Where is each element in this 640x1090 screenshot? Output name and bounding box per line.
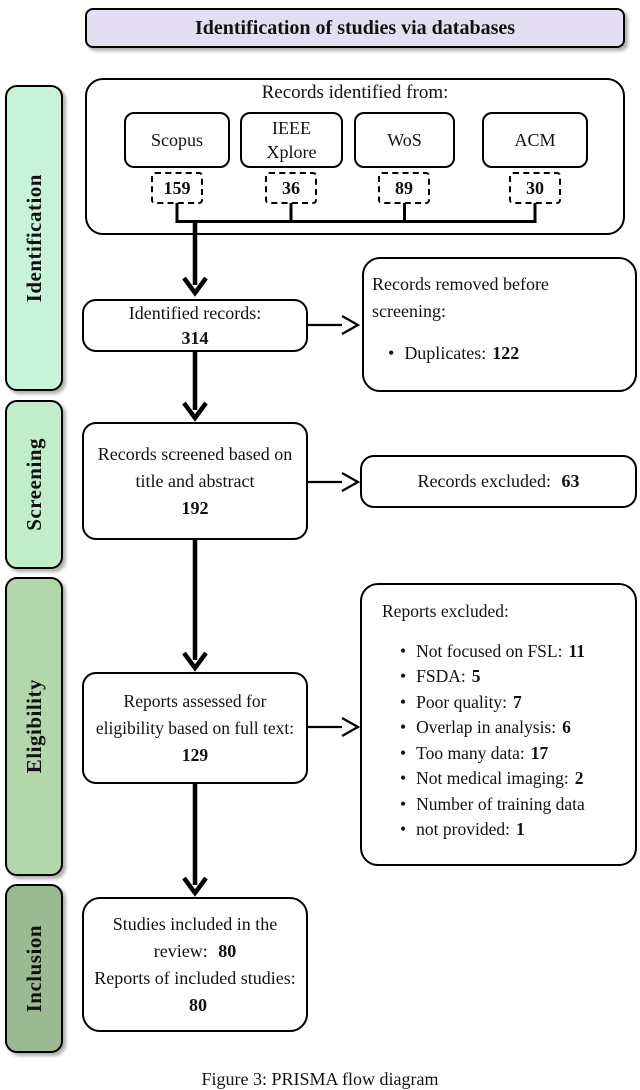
diagram-title: Identification of studies via databases xyxy=(194,16,516,39)
excluded-reason-item: Not focused on FSL: 11 xyxy=(400,639,627,665)
excluded-reason-label: Not focused on FSL: xyxy=(416,640,563,661)
duplicates-label: Duplicates: xyxy=(404,343,487,363)
reports-excluded-box: Reports excluded: Not focused on FSL: 11… xyxy=(360,583,637,866)
excluded-reason-item: Poor quality: 7 xyxy=(400,690,627,716)
arrow-identified-to-removed xyxy=(308,315,361,335)
studies-included-count: 80 xyxy=(218,940,237,961)
stage-inclusion: Inclusion xyxy=(5,884,63,1053)
excluded-reason-item: not provided: 1 xyxy=(400,817,627,843)
excluded-reason-item: FSDA: 5 xyxy=(400,664,627,690)
source-scopus-count: 159 xyxy=(163,177,191,198)
reports-excluded-list: Not focused on FSL: 11 FSDA: 5 Poor qual… xyxy=(382,639,627,843)
identified-records-text: Identified records: xyxy=(128,302,262,323)
source-wos-count: 89 xyxy=(395,177,413,198)
reports-assessed-box: Reports assessed for eligibility based o… xyxy=(82,672,308,784)
excluded-reason-item: Number of training data xyxy=(400,792,627,818)
excluded-reason-label: Poor quality: xyxy=(416,691,508,712)
arrow-screened-to-excluded xyxy=(308,472,361,492)
records-removed-bullet-duplicates: Duplicates: 122 xyxy=(372,340,625,367)
source-box-scopus: Scopus xyxy=(124,112,230,168)
studies-included-box: Studies included in the review: 80 Repor… xyxy=(82,897,308,1032)
arrow-identified-to-screened xyxy=(182,352,208,422)
stage-screening-label: Screening xyxy=(21,438,46,531)
included-reports-text: Reports of included studies: xyxy=(94,967,296,988)
figure-caption: Figure 3: PRISMA flow diagram xyxy=(201,1069,439,1089)
records-excluded-count: 63 xyxy=(561,471,580,491)
stage-inclusion-label: Inclusion xyxy=(21,924,46,1013)
source-box-ieee-xplore: IEEE Xplore xyxy=(240,112,343,168)
records-screened-box: Records screened based on title and abst… xyxy=(82,422,308,540)
records-screened-count: 192 xyxy=(181,497,209,518)
excluded-reason-count: 17 xyxy=(530,742,549,763)
excluded-reason-label: not provided: xyxy=(416,819,510,839)
source-wos-label: WoS xyxy=(387,130,422,150)
excluded-reason-item: Not medical imaging: 2 xyxy=(400,766,627,792)
source-acm-label: ACM xyxy=(514,130,556,150)
included-reports-count: 80 xyxy=(189,994,207,1015)
studies-included-line2: Reports of included studies: 80 xyxy=(94,965,296,1019)
reports-excluded-title: Reports excluded: xyxy=(382,601,509,621)
stage-eligibility-label: Eligibility xyxy=(21,679,46,774)
stage-screening: Screening xyxy=(5,400,63,569)
studies-included-text: Studies included in the review: xyxy=(112,913,278,961)
records-removed-box: Records removed before screening: Duplic… xyxy=(362,257,637,392)
identified-records-box: Identified records: 314 xyxy=(82,299,308,352)
source-count-wos: 89 xyxy=(378,172,430,204)
excluded-reason-count: 6 xyxy=(562,717,571,737)
excluded-reason-item: Too many data: 17 xyxy=(400,741,627,767)
excluded-reason-count: 1 xyxy=(515,819,525,839)
records-excluded-text: Records excluded: xyxy=(417,471,551,491)
sources-header: Records identified from: xyxy=(261,82,449,103)
source-box-wos: WoS xyxy=(354,112,455,168)
source-count-ieee-xplore: 36 xyxy=(265,172,317,204)
excluded-reason-label: Number of training data xyxy=(416,793,585,814)
reports-assessed-text: Reports assessed for eligibility based o… xyxy=(95,690,295,738)
excluded-reason-label: FSDA: xyxy=(416,666,466,686)
duplicates-count: 122 xyxy=(492,343,520,363)
excluded-reason-count: 5 xyxy=(471,666,481,686)
arrow-assessed-to-included xyxy=(182,783,208,897)
excluded-reason-item: Overlap in analysis: 6 xyxy=(400,715,627,741)
records-excluded-box: Records excluded: 63 xyxy=(360,455,637,508)
records-excluded-line: Records excluded: 63 xyxy=(418,468,580,495)
source-box-acm: ACM xyxy=(482,112,588,168)
stage-identification-label: Identification xyxy=(21,173,46,303)
excluded-reason-count: 2 xyxy=(574,768,584,788)
identified-records-count: 314 xyxy=(181,327,209,348)
diagram-title-bar: Identification of studies via databases xyxy=(85,8,625,48)
excluded-reason-count: 7 xyxy=(513,691,522,712)
stage-identification: Identification xyxy=(5,85,63,391)
studies-included-line1: Studies included in the review: 80 xyxy=(94,911,296,965)
records-screened-text: Records screened based on title and abst… xyxy=(97,443,293,491)
source-scopus-label: Scopus xyxy=(150,130,203,150)
source-ieee-xplore-count: 36 xyxy=(282,177,300,198)
arrow-assessed-to-excluded xyxy=(308,717,361,737)
excluded-reason-label: Not medical imaging: xyxy=(416,768,569,788)
reports-assessed-count: 129 xyxy=(181,744,209,765)
excluded-reason-label: Too many data: xyxy=(416,742,525,763)
arrow-screened-to-assessed xyxy=(182,539,208,672)
stage-eligibility: Eligibility xyxy=(5,577,63,876)
source-ieee-xplore-label: IEEE Xplore xyxy=(266,118,317,162)
records-removed-title: Records removed before screening: xyxy=(372,274,549,321)
source-count-scopus: 159 xyxy=(151,172,203,204)
source-count-acm: 30 xyxy=(509,172,561,204)
excluded-reason-label: Overlap in analysis: xyxy=(416,717,557,737)
source-acm-count: 30 xyxy=(526,177,544,198)
excluded-reason-count: 11 xyxy=(568,640,586,661)
